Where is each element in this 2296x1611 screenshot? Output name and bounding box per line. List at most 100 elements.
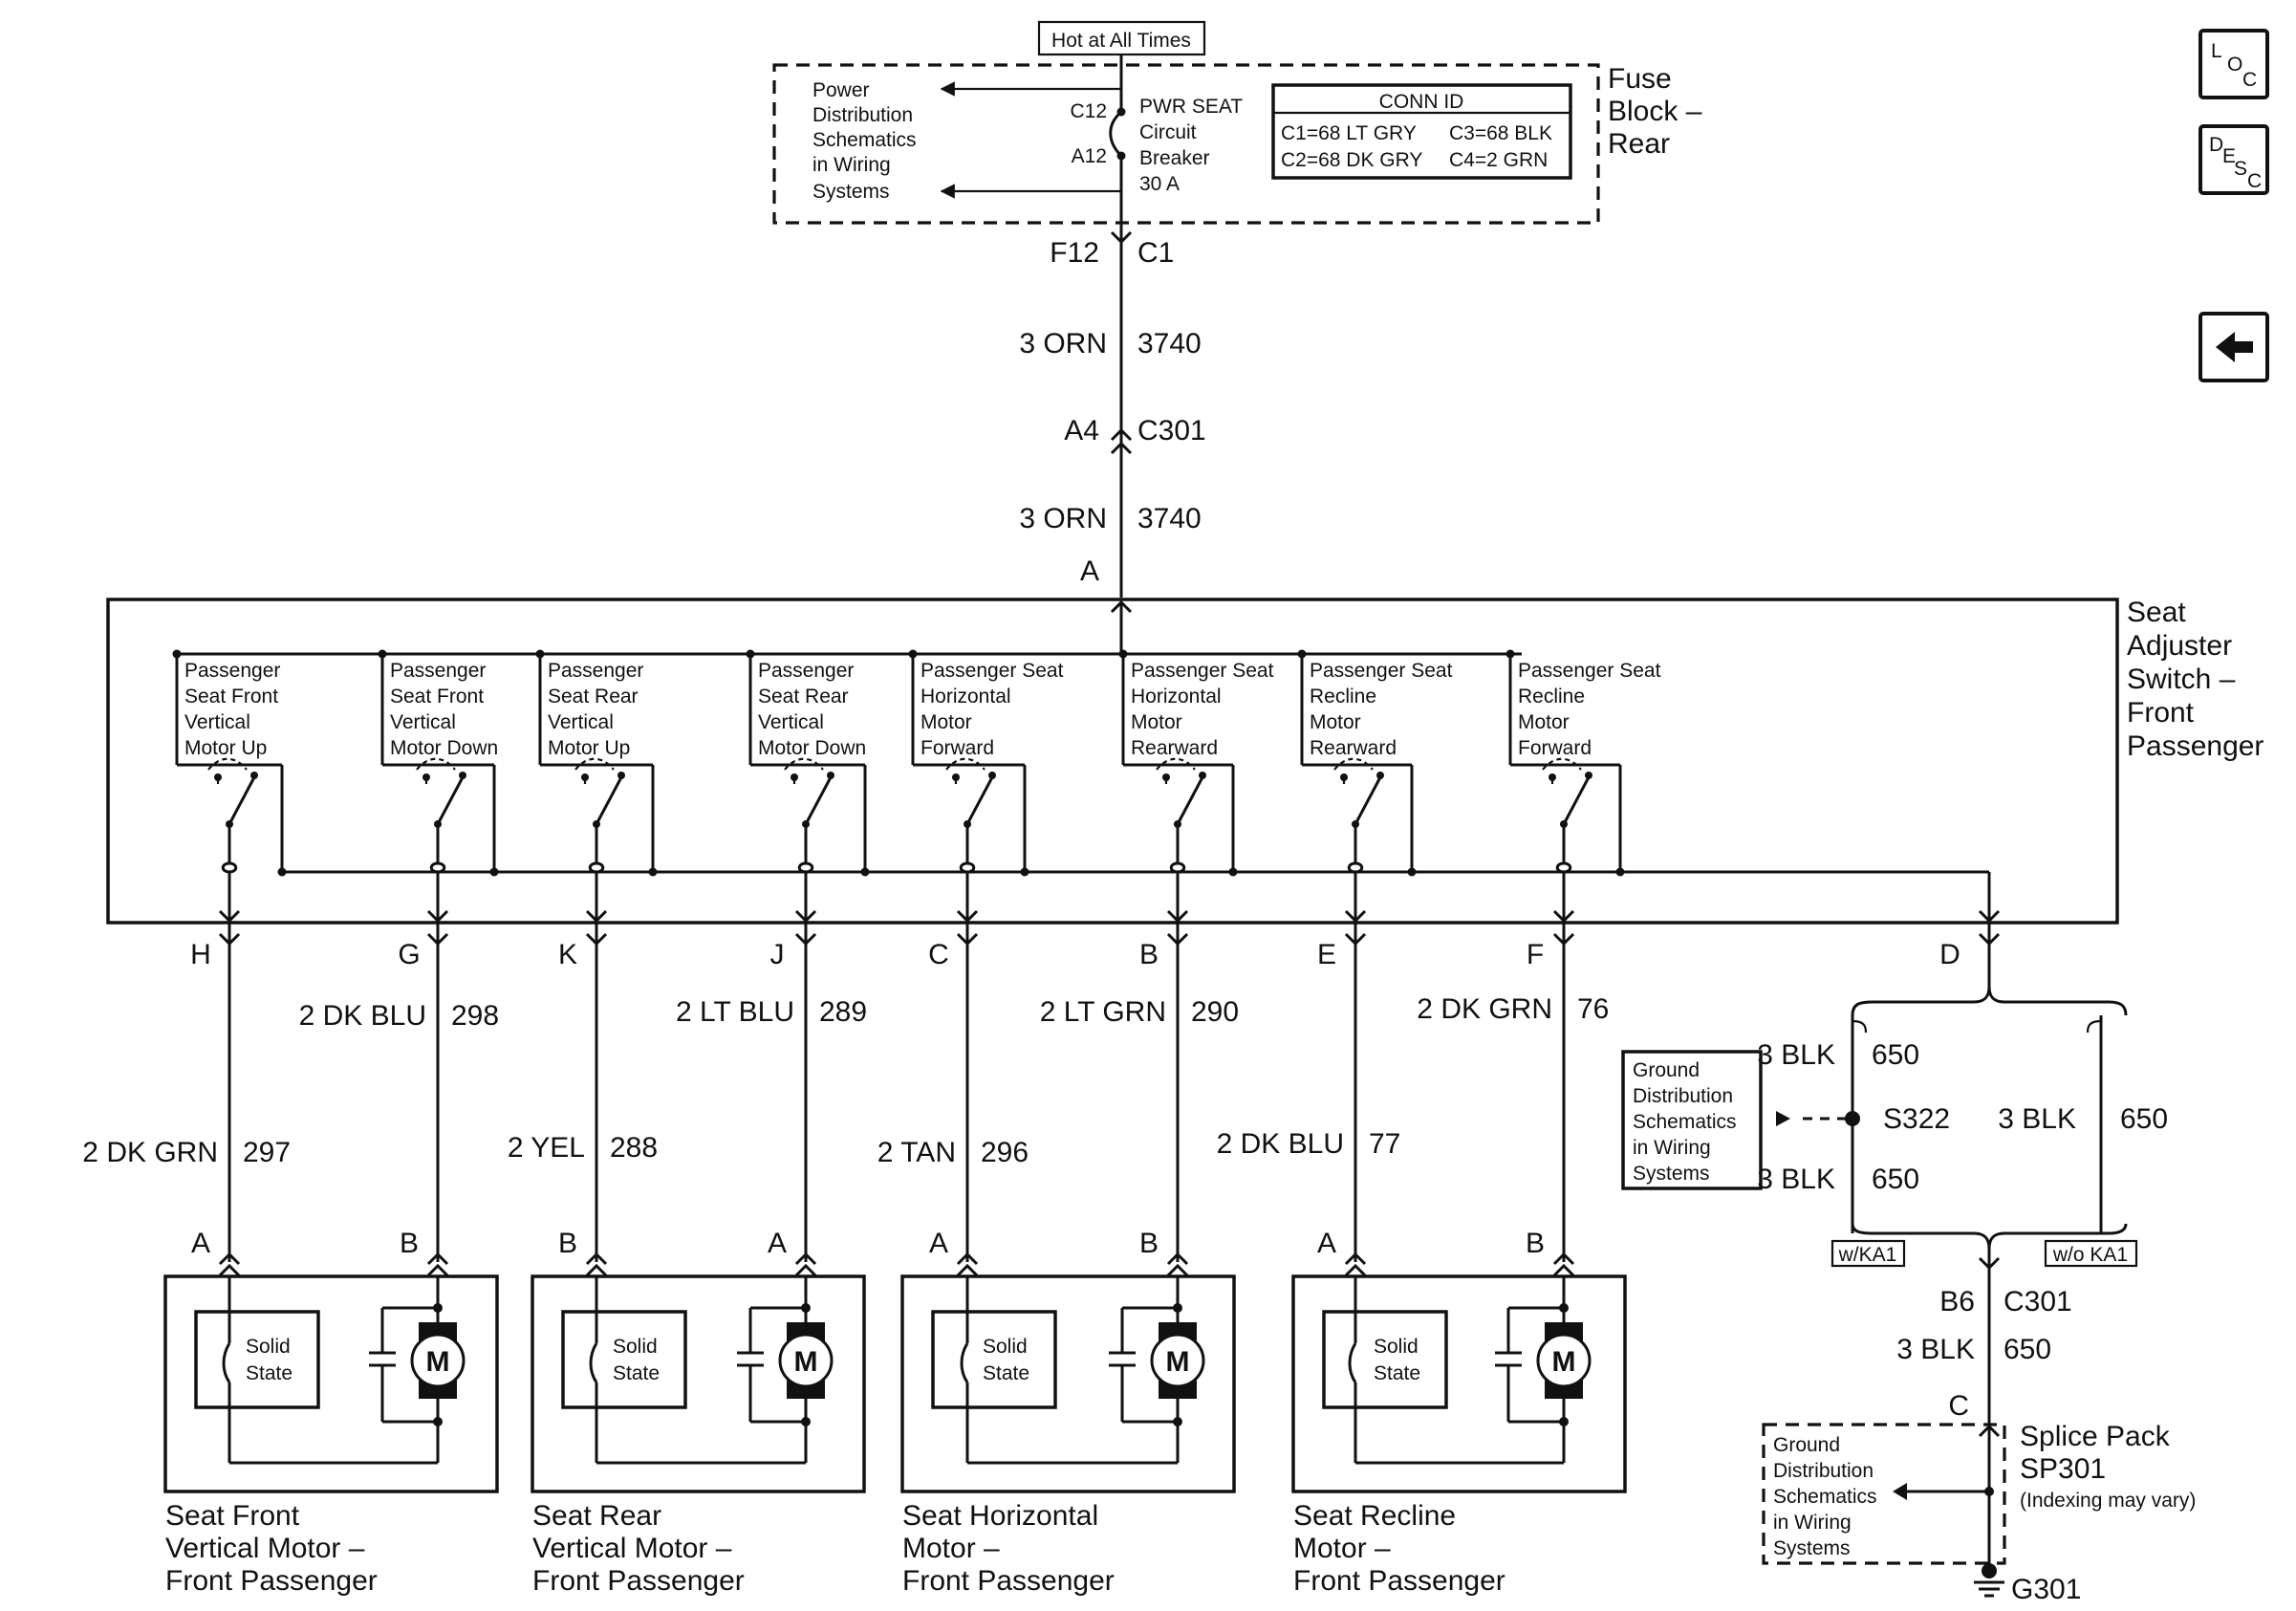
wire-color: 3 BLK [1757, 1039, 1835, 1071]
solid-state-label: State [246, 1362, 292, 1384]
power-distribution-ref: Distribution [812, 104, 913, 126]
motor-pin: A [929, 1228, 948, 1259]
ground-dist-ref: Distribution [1633, 1085, 1733, 1107]
ground-dist-ref: Ground [1633, 1059, 1700, 1081]
wire-circuit: 650 [1872, 1164, 1919, 1195]
power-distribution-ref: Power [812, 79, 870, 101]
motor-name: Seat Front [165, 1500, 300, 1532]
motor-pin: A [191, 1228, 210, 1259]
motor-name: Front Passenger [165, 1565, 378, 1597]
wire-circuit: 290 [1191, 996, 1239, 1028]
connector-name: C301 [1137, 415, 1206, 446]
motor-pin: A [1317, 1228, 1336, 1259]
breaker-pin-top: C12 [1070, 100, 1107, 122]
motor-name: Seat Rear [532, 1500, 661, 1532]
switch-output-pin: F [1527, 939, 1544, 970]
power-distribution-ref: Systems [812, 181, 890, 203]
splice-pack-note: (Indexing may vary) [2020, 1490, 2196, 1512]
contact-label: Passenger [548, 660, 643, 682]
switch-name-line: Front [2127, 697, 2195, 729]
breaker-label: Breaker [1139, 147, 1210, 169]
contact-label: Rearward [1310, 737, 1397, 759]
connector-pin: B6 [1939, 1286, 1975, 1317]
switch-output-pin: C [928, 939, 949, 970]
contact-label: Motor Up [184, 737, 267, 759]
svg-text:S: S [2234, 158, 2247, 180]
conn-id-row: C2=68 DK GRY [1281, 149, 1422, 171]
solid-state-label: Solid [246, 1336, 291, 1358]
splice-point [1845, 1111, 1860, 1126]
option-without-ka1: w/o KA1 [2052, 1244, 2128, 1266]
connector-name: C301 [2004, 1286, 2072, 1317]
motor-pin: B [1139, 1228, 1159, 1259]
switch-output-pin: E [1317, 939, 1336, 970]
splice-pack-name: SP301 [2020, 1453, 2106, 1485]
contact-label: Vertical [758, 711, 824, 733]
switch-name-line: Seat [2127, 597, 2186, 628]
wire-color: 2 YEL [508, 1132, 585, 1164]
solid-state-label: Solid [1374, 1336, 1419, 1358]
ground-dist-ref-2: Systems [1773, 1537, 1851, 1559]
ground-dist-ref-2: in Wiring [1773, 1512, 1852, 1534]
wire-circuit: 76 [1577, 993, 1609, 1025]
svg-text:L: L [2211, 40, 2222, 62]
ground-point-name: G301 [2011, 1574, 2081, 1605]
wire-color: 3 BLK [1896, 1334, 1975, 1365]
conn-id-title: CONN ID [1379, 91, 1464, 113]
switch-ground-pin: D [1939, 939, 1960, 970]
splice-pack-pin: C [1948, 1390, 1969, 1422]
power-distribution-ref: Schematics [812, 129, 917, 151]
contact-label: Recline [1310, 686, 1376, 708]
breaker-label: 30 A [1139, 173, 1180, 195]
breaker-label: PWR SEAT [1139, 96, 1243, 118]
wire-color: 2 DK BLU [1217, 1128, 1344, 1160]
switch-output-pin: K [558, 939, 577, 970]
contact-label: Horizontal [921, 686, 1011, 708]
conn-id-row: C3=68 BLK [1449, 122, 1552, 144]
motor-pin: B [400, 1228, 419, 1259]
seat-adjuster-switch: Seat Adjuster Switch – Front Passenger P… [106, 597, 2264, 925]
contact-label: Seat Rear [758, 686, 849, 708]
breaker-pin-bottom: A12 [1072, 145, 1107, 167]
wire-circuit: 297 [243, 1137, 291, 1168]
switch-input-pin: A [1080, 555, 1099, 587]
motor-symbol-icon: M [426, 1346, 450, 1378]
wire-circuit: 3740 [1137, 328, 1202, 359]
fuse-block-rear: Fuse Block – Rear Power Distribution Sch… [772, 63, 1702, 225]
feed-circuit: F12 C1 3 ORN 3740 A4 C301 3 ORN 3740 A [1019, 223, 1206, 598]
option-with-ka1: w/KA1 [1838, 1244, 1897, 1266]
ground-dist-ref-2: Schematics [1773, 1486, 1877, 1508]
motor-pin: A [768, 1228, 787, 1259]
switch-name-line: Adjuster [2127, 630, 2232, 662]
ground-dist-ref: in Wiring [1633, 1137, 1711, 1159]
ground-symbol-icon [1974, 1580, 2004, 1598]
power-distribution-ref: in Wiring [812, 154, 891, 176]
motor-name: Front Passenger [532, 1565, 745, 1597]
svg-text:C: C [2242, 69, 2257, 91]
wire-color: 2 LT BLU [676, 996, 794, 1028]
wire-color: 2 DK GRN [82, 1137, 218, 1168]
loc-button[interactable]: L O C [2199, 29, 2269, 99]
desc-button[interactable]: D E S C [2199, 124, 2269, 195]
solid-state-label: State [1374, 1362, 1420, 1384]
splice-name: S322 [1883, 1103, 1950, 1135]
hot-at-all-times-box: Hot at All Times [1037, 20, 1206, 56]
back-button[interactable] [2199, 312, 2269, 382]
wire-color: 3 BLK [1757, 1164, 1835, 1195]
wire-color: 3 BLK [1998, 1103, 2076, 1135]
solid-state-label: State [613, 1362, 660, 1384]
wire-circuit: 288 [610, 1132, 658, 1164]
fuse-block-name-line: Fuse [1608, 63, 1672, 95]
